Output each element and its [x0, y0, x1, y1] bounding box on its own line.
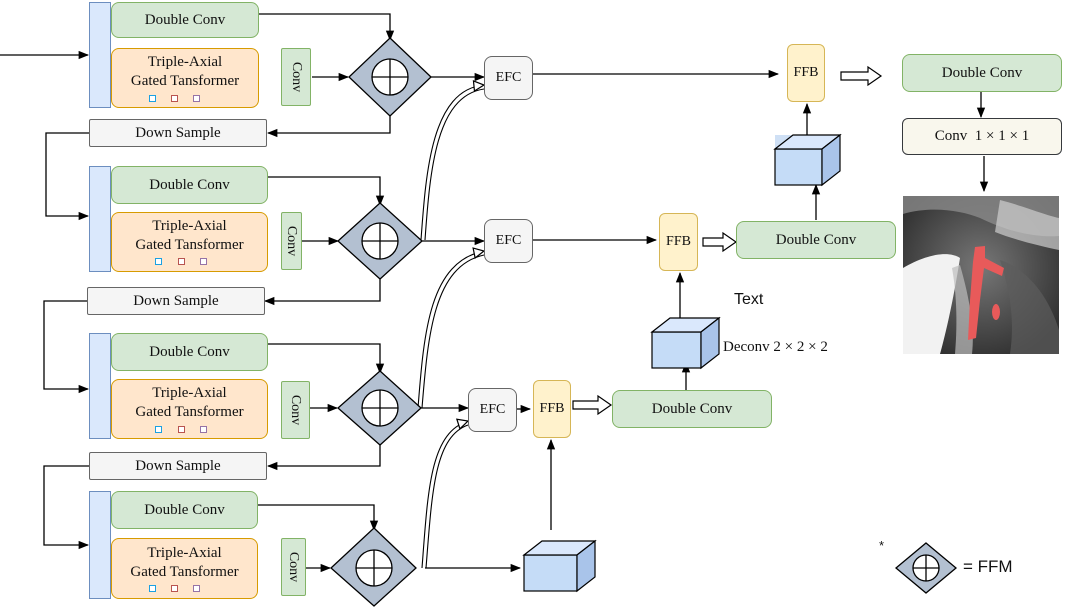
ffm-diamond-icon: [330, 527, 417, 607]
axis-square-icon: [171, 585, 178, 592]
axis-square-icon: [193, 585, 200, 592]
block-label: Triple-Axial: [147, 544, 222, 561]
axis-square-icon: [155, 258, 162, 265]
block-label: Conv: [286, 551, 302, 583]
triple-axial-transformer-block: Triple-Axial Gated Tansformer: [111, 48, 259, 108]
block-label: Triple-Axial: [152, 218, 227, 234]
double-conv-block: Double Conv: [111, 2, 259, 38]
block-label: Down Sample: [133, 292, 219, 309]
down-sample-block: Down Sample: [89, 119, 267, 147]
conv-block: Conv: [281, 212, 302, 270]
axis-square-icon: [149, 95, 156, 102]
concat-bar: [89, 2, 111, 108]
cube-icon: [773, 133, 842, 187]
block-label: EFC: [495, 70, 522, 85]
ffm-diamond-icon: [337, 370, 422, 446]
double-conv-block: Double Conv: [612, 390, 772, 428]
conv-block: Conv: [281, 381, 310, 439]
concat-bar: [89, 491, 111, 599]
deconv-label: Deconv 2 × 2 × 2: [723, 339, 828, 355]
block-label: FFB: [793, 65, 819, 80]
triple-axial-transformer-block: Triple-Axial Gated Tansformer: [111, 379, 268, 439]
block-label: Double Conv: [775, 231, 857, 248]
block-label: Triple-Axial: [147, 54, 223, 70]
block-label: Double Conv: [149, 343, 230, 360]
text-label: Text: [734, 291, 764, 308]
axis-square-icon: [149, 585, 156, 592]
ffb-block: FFB: [787, 44, 825, 102]
double-conv-block: Double Conv: [111, 491, 258, 529]
axis-square-icon: [193, 95, 200, 102]
block-label: Double Conv: [941, 64, 1023, 81]
block-label: Conv: [289, 61, 304, 93]
concat-bar: [89, 166, 111, 272]
block-label: FFB: [539, 401, 565, 416]
ffm-diamond-icon: [894, 542, 958, 594]
triple-axial-transformer-block: Triple-Axial Gated Tansformer: [111, 538, 258, 599]
block-label: Gated Tansformer: [130, 563, 239, 580]
conv-block: Conv: [281, 538, 306, 596]
down-sample-block: Down Sample: [89, 452, 267, 480]
ffb-block: FFB: [659, 213, 698, 271]
efc-block: EFC: [484, 56, 533, 100]
block-label: Gated Tansformer: [135, 237, 244, 253]
axis-square-icon: [178, 258, 185, 265]
ffm-diamond-icon: [337, 202, 423, 280]
triple-axial-transformer-block: Triple-Axial Gated Tansformer: [111, 212, 268, 272]
conv-1x1x1-block: Conv 1 × 1 × 1: [902, 118, 1062, 155]
legend-ffm-label: = FFM: [963, 557, 1013, 576]
double-conv-block: Double Conv: [111, 166, 268, 204]
axis-square-icon: [200, 426, 207, 433]
legend-star: *: [879, 538, 885, 553]
block-label: Double Conv: [651, 400, 733, 417]
ffb-block: FFB: [533, 380, 571, 438]
block-label: Gated Tansformer: [130, 73, 240, 89]
block-label: Conv: [284, 225, 300, 257]
block-label: FFB: [666, 234, 691, 249]
down-sample-block: Down Sample: [87, 287, 265, 315]
hollow-arrow-icon: [572, 65, 883, 416]
block-label: Down Sample: [135, 457, 221, 474]
cube-icon: [522, 539, 597, 593]
axis-square-icon: [155, 426, 162, 433]
block-label: Gated Tansformer: [135, 404, 244, 420]
block-label: Conv: [288, 394, 304, 426]
conv-block: Conv: [281, 48, 311, 106]
axis-square-icon: [178, 426, 185, 433]
efc-block: EFC: [468, 388, 517, 432]
block-label: Conv 1 × 1 × 1: [934, 128, 1030, 144]
block-label: Triple-Axial: [152, 385, 227, 401]
axis-square-icon: [200, 258, 207, 265]
double-conv-block: Double Conv: [111, 333, 268, 371]
efc-block: EFC: [484, 219, 533, 263]
block-label: Double Conv: [144, 11, 226, 28]
block-label: Double Conv: [149, 176, 230, 193]
double-conv-block: Double Conv: [736, 221, 896, 259]
cube-icon: [650, 316, 721, 370]
double-conv-block: Double Conv: [902, 54, 1062, 92]
block-label: EFC: [479, 402, 506, 417]
segmentation-image: [903, 196, 1059, 354]
axis-square-icon: [171, 95, 178, 102]
ffm-diamond-icon: [348, 37, 432, 117]
block-label: EFC: [495, 233, 522, 248]
block-label: Down Sample: [135, 124, 221, 141]
concat-bar: [89, 333, 111, 439]
block-label: Double Conv: [144, 501, 225, 518]
